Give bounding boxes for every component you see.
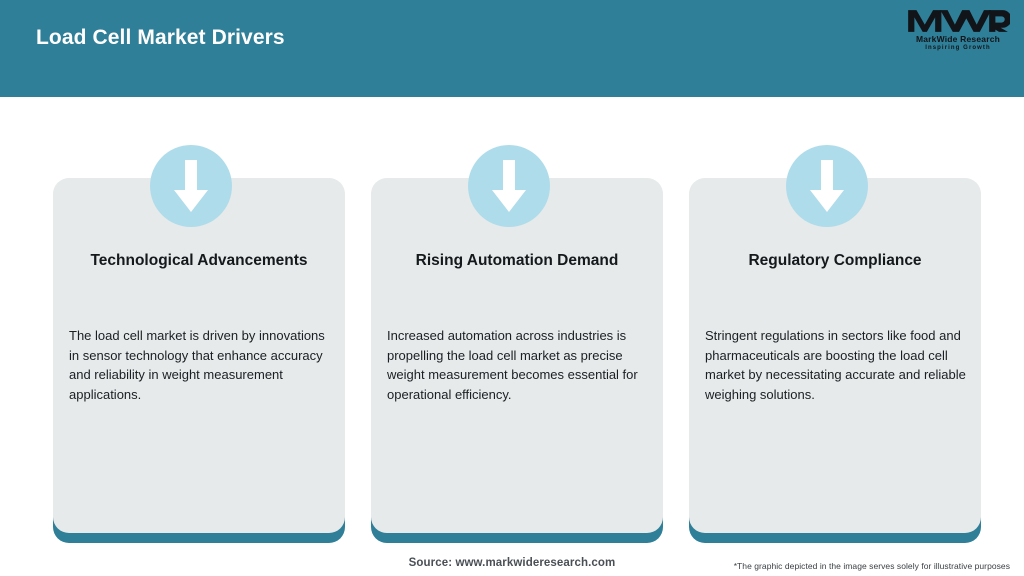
driver-card-2[interactable]: Rising Automation Demand Increased autom… <box>371 178 663 533</box>
mwr-monogram-icon <box>908 10 1010 32</box>
page-title: Load Cell Market Drivers <box>36 26 285 49</box>
source-label: Source: www.markwideresearch.com <box>408 557 616 569</box>
driver-card-group-2: Rising Automation Demand Increased autom… <box>342 0 672 576</box>
arrow-down-icon <box>150 145 232 227</box>
disclaimer-label: *The graphic depicted in the image serve… <box>733 561 1010 571</box>
card-body-2: Increased automation across industries i… <box>387 328 638 402</box>
arrow-down-icon <box>468 145 550 227</box>
driver-card-group-1: Technological Advancements The load cell… <box>24 0 354 576</box>
brand-logo: MarkWide Research Inspiring Growth <box>906 7 1010 55</box>
driver-card-group-3: Regulatory Compliance Stringent regulati… <box>660 0 990 576</box>
header-band <box>0 0 1024 97</box>
logo-company-name: MarkWide Research <box>915 34 1001 44</box>
driver-card-1[interactable]: Technological Advancements The load cell… <box>53 178 345 533</box>
card-body-1: The load cell market is driven by innova… <box>69 328 325 402</box>
driver-card-3[interactable]: Regulatory Compliance Stringent regulati… <box>689 178 981 533</box>
card-body-3: Stringent regulations in sectors like fo… <box>705 328 966 402</box>
card-title-3: Regulatory Compliance <box>748 252 922 269</box>
logo-tagline: Inspiring Growth <box>925 45 991 51</box>
card-title-1: Technological Advancements <box>90 252 308 269</box>
arrow-down-icon <box>786 145 868 227</box>
card-title-2: Rising Automation Demand <box>415 252 619 269</box>
